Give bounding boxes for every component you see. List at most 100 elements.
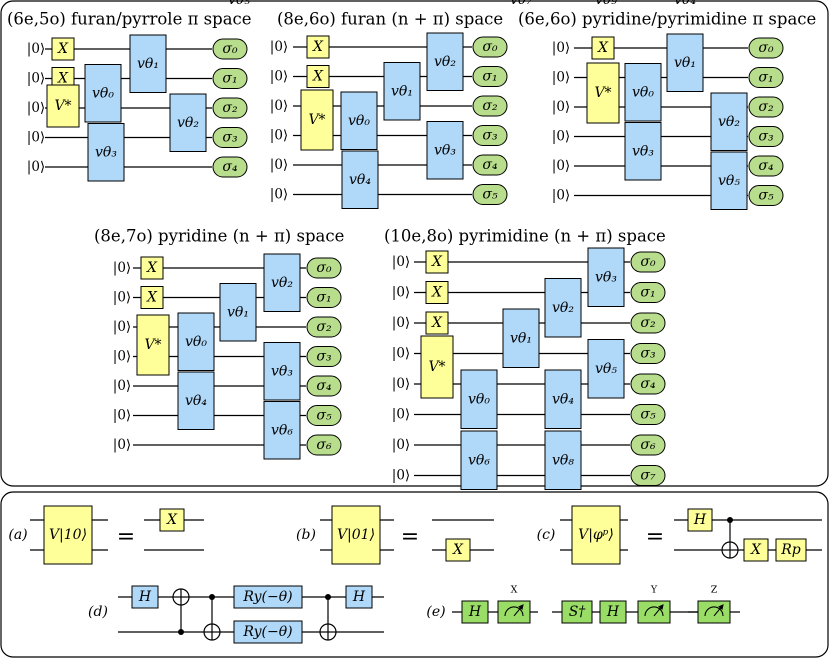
vstar-label: V* (144, 337, 161, 353)
givens-gate (710, 151, 748, 210)
givens-gate-label: vθ₃ (95, 144, 117, 160)
circuit-title: (6e,5o) furan/pyrrole π space (7, 10, 252, 29)
givens-gate (263, 342, 301, 401)
output-marker (212, 68, 248, 89)
output-label: σ₁ (316, 290, 331, 306)
givens-gate-label: vθ₀ (92, 85, 114, 101)
rp-gate-label: Rp (780, 542, 801, 558)
givens-gate (263, 401, 301, 460)
givens-gate-label: vθ₇ (510, 0, 532, 8)
givens-gate-label: vθ₃ (632, 143, 654, 159)
vstar-gate (46, 84, 80, 128)
givens-gate (624, 63, 662, 122)
identity-tag: (a) (8, 527, 27, 543)
h-gate-label: H (693, 512, 707, 528)
output-label: σ₀ (758, 40, 774, 56)
output-marker (306, 405, 342, 426)
output-marker (630, 312, 666, 334)
output-marker (212, 127, 248, 148)
output-label: σ₂ (222, 100, 238, 116)
x-gate (743, 538, 769, 562)
givens-gate (544, 369, 582, 429)
output-label: σ₅ (640, 407, 656, 423)
output-marker (472, 66, 508, 87)
output-label: σ₁ (482, 69, 497, 85)
vstar-label: V* (428, 359, 445, 375)
vstar-gate (300, 89, 334, 151)
givens-gate (129, 34, 167, 93)
output-label: σ₁ (222, 71, 237, 87)
circuit-1: (8e,6o) furan (n + π) space|0⟩|0⟩|0⟩|0⟩|… (270, 10, 508, 209)
meter-needle (713, 604, 724, 617)
givens-gate (544, 278, 582, 338)
ket-label: |0⟩ (113, 378, 131, 394)
v01-gate (331, 505, 381, 565)
givens-gate-label: vθ₀ (185, 334, 207, 350)
output-label: σ₁ (640, 285, 655, 301)
x-gate (306, 65, 330, 88)
ry-gate-label: Ry(−θ) (242, 624, 292, 640)
x-gate (445, 538, 471, 562)
givens-gate (502, 308, 540, 368)
identity-tag: (b) (296, 527, 316, 543)
output-marker (748, 155, 784, 177)
vstar-gate (420, 335, 454, 399)
output-marker (212, 97, 248, 119)
output-label: σ₂ (758, 99, 774, 115)
rp-gate (775, 538, 807, 562)
givens-gate-label: vθ₂ (552, 300, 574, 316)
output-marker (630, 465, 666, 486)
x-gate (306, 35, 330, 59)
circuit-title: (8e,6o) furan (n + π) space (277, 10, 503, 29)
givens-gate (219, 283, 257, 342)
identity-a: (a)V|10⟩=X (8, 505, 204, 565)
ket-label: |0⟩ (392, 376, 410, 392)
givens-gate-label: vθ₄ (185, 393, 207, 409)
ket-label: |0⟩ (392, 468, 410, 484)
givens-gate-label: vθ₉ (595, 0, 617, 8)
ket-label: |0⟩ (270, 39, 288, 55)
ket-label: |0⟩ (392, 285, 410, 301)
circuit-4: (10e,8o) pyrimidine (n + π) space|0⟩|0⟩|… (384, 0, 666, 490)
s-dagger-gate (561, 600, 593, 624)
givens-gate (426, 121, 464, 180)
x-gate-label: X (431, 315, 443, 331)
equals-sign: = (401, 525, 419, 550)
output-label: σ₀ (316, 260, 332, 276)
ket-label: |0⟩ (27, 130, 45, 146)
givens-gate (587, 247, 625, 307)
h-gate (461, 600, 489, 624)
givens-gate-label: vθ₁ (137, 56, 159, 72)
ket-label: |0⟩ (552, 99, 570, 115)
ket-label: |0⟩ (113, 319, 131, 335)
circuit-0: (6e,5o) furan/pyrrole π space|0⟩|0⟩|0⟩|0… (7, 10, 252, 182)
ket-label: |0⟩ (392, 254, 410, 270)
basis-label: X (511, 585, 518, 596)
givens-gate (544, 430, 582, 490)
output-label: σ₃ (316, 349, 332, 365)
output-label: σ₅ (316, 408, 332, 424)
givens-gate-label: vθ₈ (552, 452, 574, 468)
ket-label: |0⟩ (27, 159, 45, 175)
circuit-title: (6e,6o) pyridine/pyrimidine π space (518, 10, 816, 29)
x-gate-label: X (166, 512, 178, 528)
vphi-label: V|φᵖ⟩ (578, 527, 614, 543)
ry-gate-label: Ry(−θ) (242, 589, 292, 605)
h-gate (687, 508, 713, 532)
x-gate-label: X (57, 41, 69, 57)
vstar-gate (586, 62, 620, 124)
x-gate-label: X (597, 40, 609, 56)
givens-gate-label: vθ₂ (434, 54, 456, 70)
output-marker (630, 434, 666, 456)
meter-arc (644, 606, 664, 617)
h-gate-label: H (606, 604, 620, 620)
output-marker (748, 67, 784, 88)
output-label: σ₂ (316, 319, 332, 335)
ket-label: |0⟩ (113, 437, 131, 453)
givens-gate (666, 33, 704, 92)
h-gate (131, 585, 159, 609)
meter-needle (513, 604, 524, 617)
givens-gate (710, 92, 748, 151)
output-marker (748, 185, 784, 206)
ry-gate (233, 620, 303, 644)
